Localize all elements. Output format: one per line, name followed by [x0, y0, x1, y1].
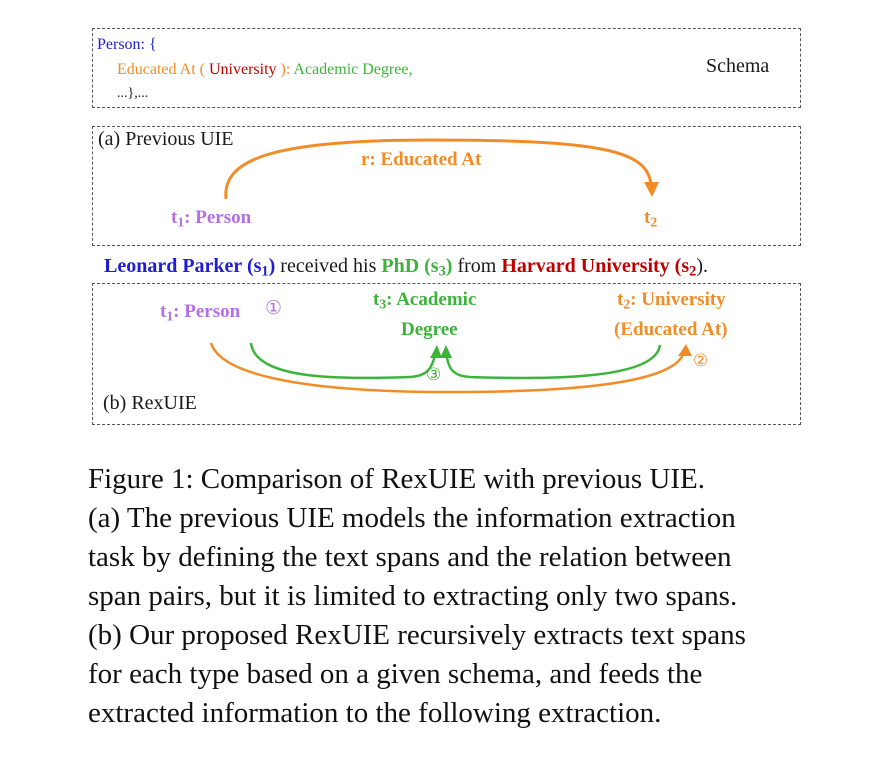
rex-t2-subscript: 2	[623, 296, 631, 312]
entity-s3-subscript: 3	[438, 263, 446, 280]
entity-s2-subscript: 2	[689, 263, 697, 280]
caption-line: extracted information to the following e…	[88, 697, 662, 729]
entity-s3-close: )	[445, 255, 453, 277]
rex-t1-type: : Person	[173, 301, 241, 322]
figure-caption: Figure 1: Comparison of RexUIE with prev…	[88, 460, 828, 733]
entity-s3: PhD (s3)	[381, 255, 453, 280]
rex-t2-label: t2: University	[617, 290, 726, 311]
uie-t2-label: t2	[644, 208, 657, 229]
rex-t3-line2: Degree	[401, 319, 458, 340]
uie-t1-label: t1: Person	[171, 208, 251, 229]
step-1-marker: ①	[265, 298, 283, 319]
schema-label: Schema	[706, 55, 770, 77]
entity-s1-subscript: 1	[261, 263, 269, 280]
schema-arg: University	[208, 61, 277, 78]
caption-line: for each type based on a given schema, a…	[88, 658, 703, 690]
rexuie-box	[92, 283, 801, 425]
step-2-marker: ②	[693, 351, 709, 370]
rex-t3-subscript: 3	[379, 296, 387, 312]
rex-t2-line2: (Educated At)	[614, 319, 728, 340]
schema-type: Educated At	[117, 61, 196, 78]
previous-uie-box	[92, 126, 801, 246]
uie-t1-symbol: t	[171, 207, 178, 228]
rex-t3-symbol: t	[373, 289, 380, 310]
schema-box	[92, 28, 801, 108]
rex-t1-label: t1: Person	[160, 302, 240, 323]
caption-line: span pairs, but it is limited to extract…	[88, 580, 738, 612]
previous-uie-label: (a) Previous UIE	[98, 128, 234, 150]
entity-s2-close: ).	[696, 255, 708, 277]
schema-line-2: Educated At ( University ): Academic Deg…	[117, 62, 412, 78]
rex-t1-symbol: t	[160, 301, 167, 322]
example-sentence: Leonard Parker (s1) received his PhD (s3…	[104, 256, 708, 279]
schema-paren-open: (	[195, 61, 209, 78]
sentence-mid-1: received his	[275, 255, 382, 277]
rex-t3-label: t3: Academic	[373, 290, 476, 311]
rex-t1-subscript: 1	[166, 308, 174, 324]
uie-t1-subscript: 1	[177, 214, 185, 230]
schema-value: Academic Degree,	[293, 61, 413, 78]
entity-s2-text: Harvard University (s	[501, 255, 690, 277]
rex-t3-type: : Academic	[386, 289, 477, 310]
entity-s1: Leonard Parker (s1)	[104, 255, 276, 280]
caption-line: Figure 1: Comparison of RexUIE with prev…	[88, 463, 705, 495]
entity-s1-close: )	[268, 255, 276, 277]
caption-line: task by defining the text spans and the …	[88, 541, 732, 573]
entity-s1-text: Leonard Parker (s	[104, 255, 262, 277]
uie-t2-subscript: 2	[650, 214, 658, 230]
entity-s2: Harvard University (s2	[501, 255, 697, 280]
rexuie-label: (b) RexUIE	[103, 392, 197, 414]
caption-line: (a) The previous UIE models the informat…	[88, 502, 736, 534]
schema-paren-close: ):	[276, 61, 294, 78]
relation-label: r: Educated At	[361, 149, 482, 170]
schema-line-1: Person: {	[97, 36, 157, 53]
schema-line-3: ...},...	[117, 86, 149, 101]
rex-t2-type: : University	[630, 289, 726, 310]
step-3-marker: ③	[426, 365, 442, 384]
sentence-mid-2: from	[452, 255, 502, 277]
rex-t2-symbol: t	[617, 289, 624, 310]
uie-t2-symbol: t	[644, 207, 651, 228]
caption-line: (b) Our proposed RexUIE recursively extr…	[88, 619, 746, 651]
entity-s3-text: PhD (s	[381, 255, 439, 277]
uie-t1-type: : Person	[184, 207, 252, 228]
